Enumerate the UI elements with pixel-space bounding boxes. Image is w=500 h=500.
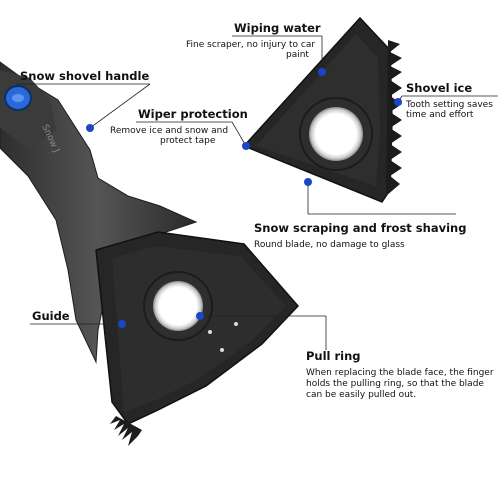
pull-ring-desc-2: holds the pulling ring, so that the blad…: [306, 379, 484, 389]
shovel-ice-desc-2: time and effort: [406, 110, 474, 120]
pull-ring-desc-1: When replacing the blade face, the finge…: [306, 368, 494, 378]
shovel-ice-title: Shovel ice: [406, 81, 473, 95]
pull-ring-title: Pull ring: [306, 349, 361, 363]
wiping-water-title: Wiping water: [234, 21, 321, 35]
snow-shovel-handle-title: Snow shovel handle: [20, 69, 150, 83]
pull-ring-desc-3: can be easily pulled out.: [306, 390, 417, 400]
wiping-water-desc-2: paint: [286, 50, 309, 60]
wiping-water-desc-1: Fine scraper, no injury to car: [186, 40, 316, 50]
snow-scraping-desc-1: Round blade, no damage to glass: [254, 240, 405, 250]
shovel-ice-desc-1: Tooth setting saves: [406, 100, 493, 110]
guide-title: Guide: [32, 309, 70, 323]
upper-blade-teeth: [386, 40, 402, 196]
callout-dots: [86, 68, 402, 328]
wiper-protection-desc-1: Remove ice and snow and: [110, 126, 229, 136]
lower-blade-teeth: [110, 416, 142, 446]
snow-scraping-title: Snow scraping and frost shaving: [254, 221, 467, 235]
wiper-protection-title: Wiper protection: [138, 107, 248, 121]
wiper-protection-desc-2: protect tape: [160, 136, 216, 146]
callout-leader-lines: [16, 35, 498, 350]
